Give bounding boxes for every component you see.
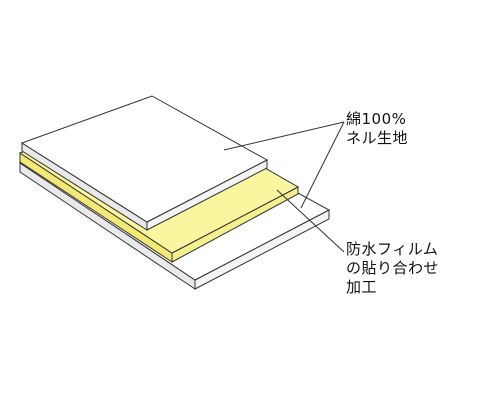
- leader-line-cotton-2: [300, 121, 345, 209]
- film-label-line-3: 加工: [346, 278, 378, 296]
- cotton-label-line-2: ネル生地: [346, 129, 409, 147]
- film-label-line-2: の貼り合わせ: [346, 259, 440, 277]
- leader-line-film: [276, 189, 345, 253]
- waterproof-film-label: 防水フィルム の貼り合わせ 加工: [346, 240, 439, 297]
- top-fabric-top: [20, 95, 269, 223]
- cotton-flannel-label: 綿100% ネル生地: [346, 110, 408, 148]
- leader-line-cotton-1: [223, 121, 345, 151]
- cotton-label-line-1: 綿100%: [346, 110, 407, 128]
- film-label-line-1: 防水フィルム: [346, 240, 439, 258]
